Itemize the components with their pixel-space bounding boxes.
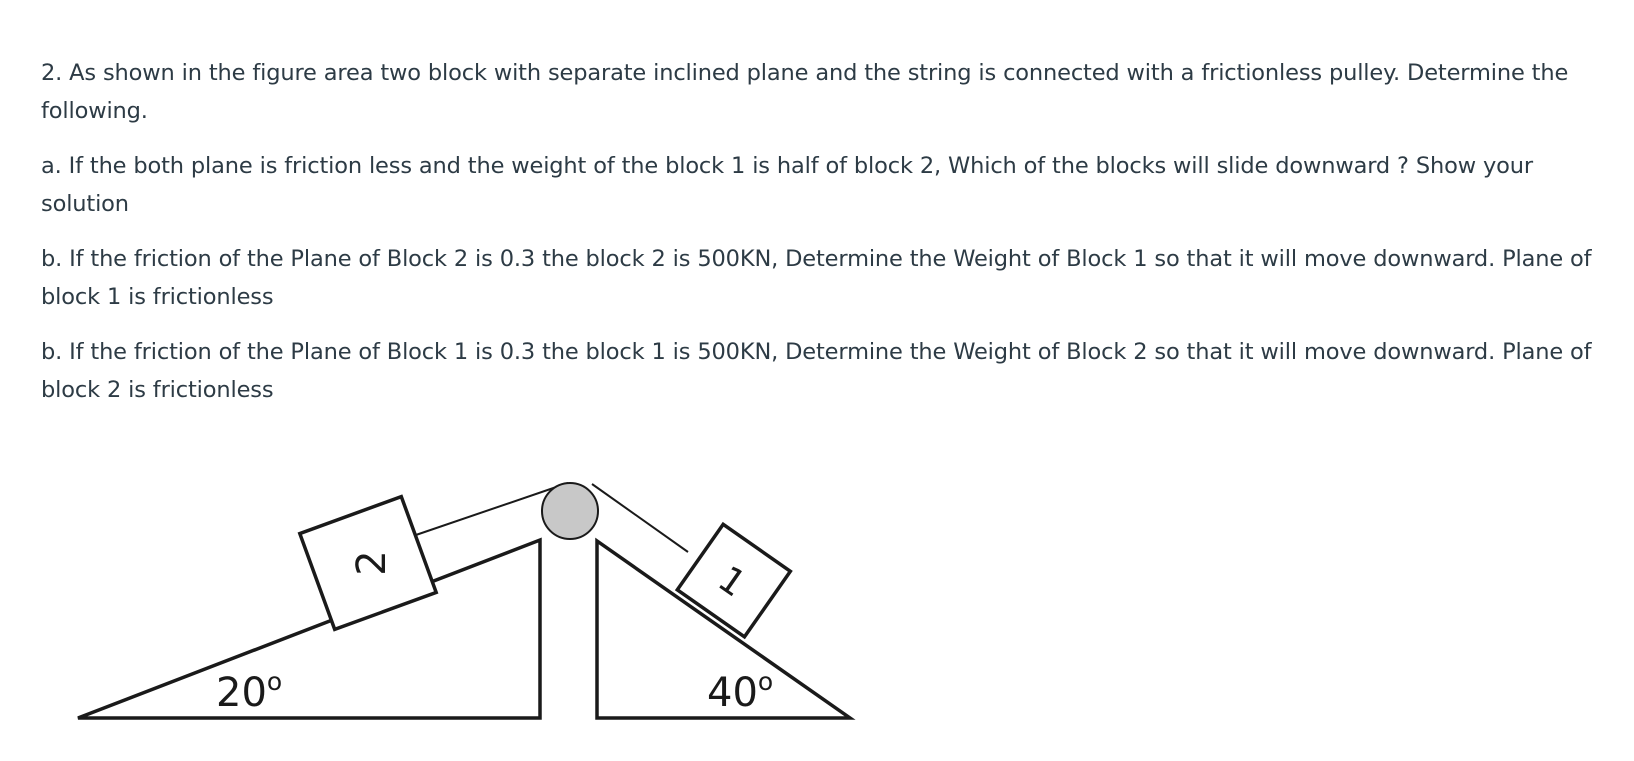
angle-40-label: 40o xyxy=(707,667,773,716)
angle-20-label: 20o xyxy=(216,667,282,716)
angle-40-degree: o xyxy=(758,667,773,696)
angle-40-value: 40 xyxy=(707,670,758,716)
question-text: 2. As shown in the figure area two block… xyxy=(41,54,1621,426)
question-part-b-first: b. If the friction of the Plane of Block… xyxy=(41,246,1592,310)
angle-20-value: 20 xyxy=(216,670,267,716)
block-1: 1 xyxy=(674,521,793,640)
pulley xyxy=(541,482,599,540)
block-2-label: 2 xyxy=(349,550,395,575)
string-right xyxy=(591,483,689,553)
left-incline xyxy=(77,537,542,720)
string-left xyxy=(409,482,569,538)
question-part-a: a. If the both plane is friction less an… xyxy=(41,153,1533,217)
angle-20-degree: o xyxy=(267,667,282,696)
question-intro: 2. As shown in the figure area two block… xyxy=(41,60,1569,124)
right-incline xyxy=(595,537,856,720)
block-2: 2 xyxy=(297,494,439,632)
question-part-b-second: b. If the friction of the Plane of Block… xyxy=(41,339,1592,403)
